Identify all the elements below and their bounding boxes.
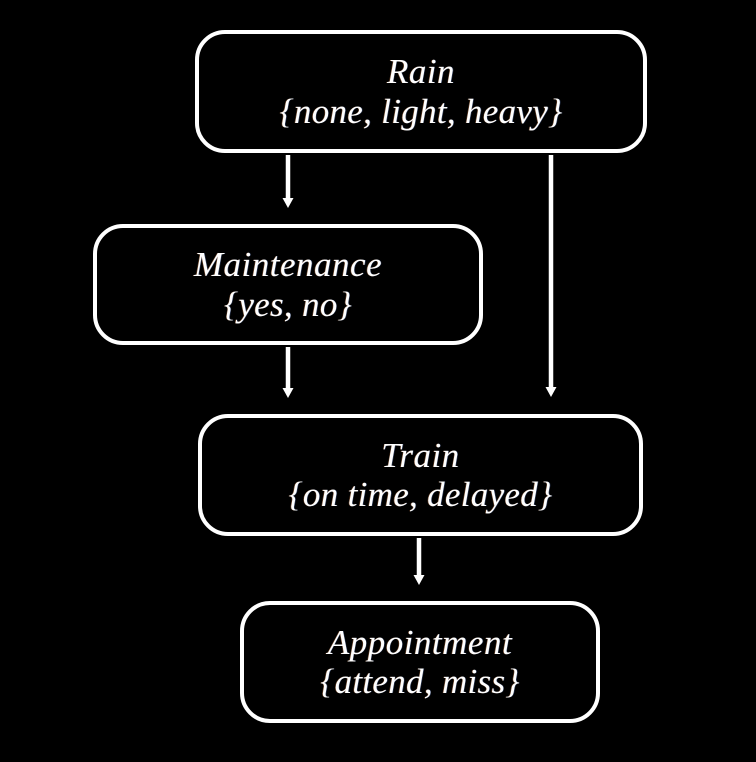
- node-train[interactable]: Train {on time, delayed}: [198, 414, 643, 536]
- node-train-label: Train: [381, 435, 460, 475]
- node-maintenance-label: Maintenance: [193, 245, 383, 285]
- node-maintenance-states: {yes, no}: [224, 284, 352, 324]
- node-rain[interactable]: Rain {none, light, heavy}: [195, 30, 647, 153]
- node-rain-label: Rain: [386, 52, 456, 92]
- node-appointment-states: {attend, miss}: [320, 662, 520, 701]
- node-train-states: {on time, delayed}: [288, 475, 553, 514]
- node-maintenance[interactable]: Maintenance {yes, no}: [93, 224, 483, 345]
- node-appointment[interactable]: Appointment {attend, miss}: [240, 601, 600, 723]
- node-rain-states: {none, light, heavy}: [279, 91, 563, 131]
- node-appointment-label: Appointment: [327, 622, 513, 662]
